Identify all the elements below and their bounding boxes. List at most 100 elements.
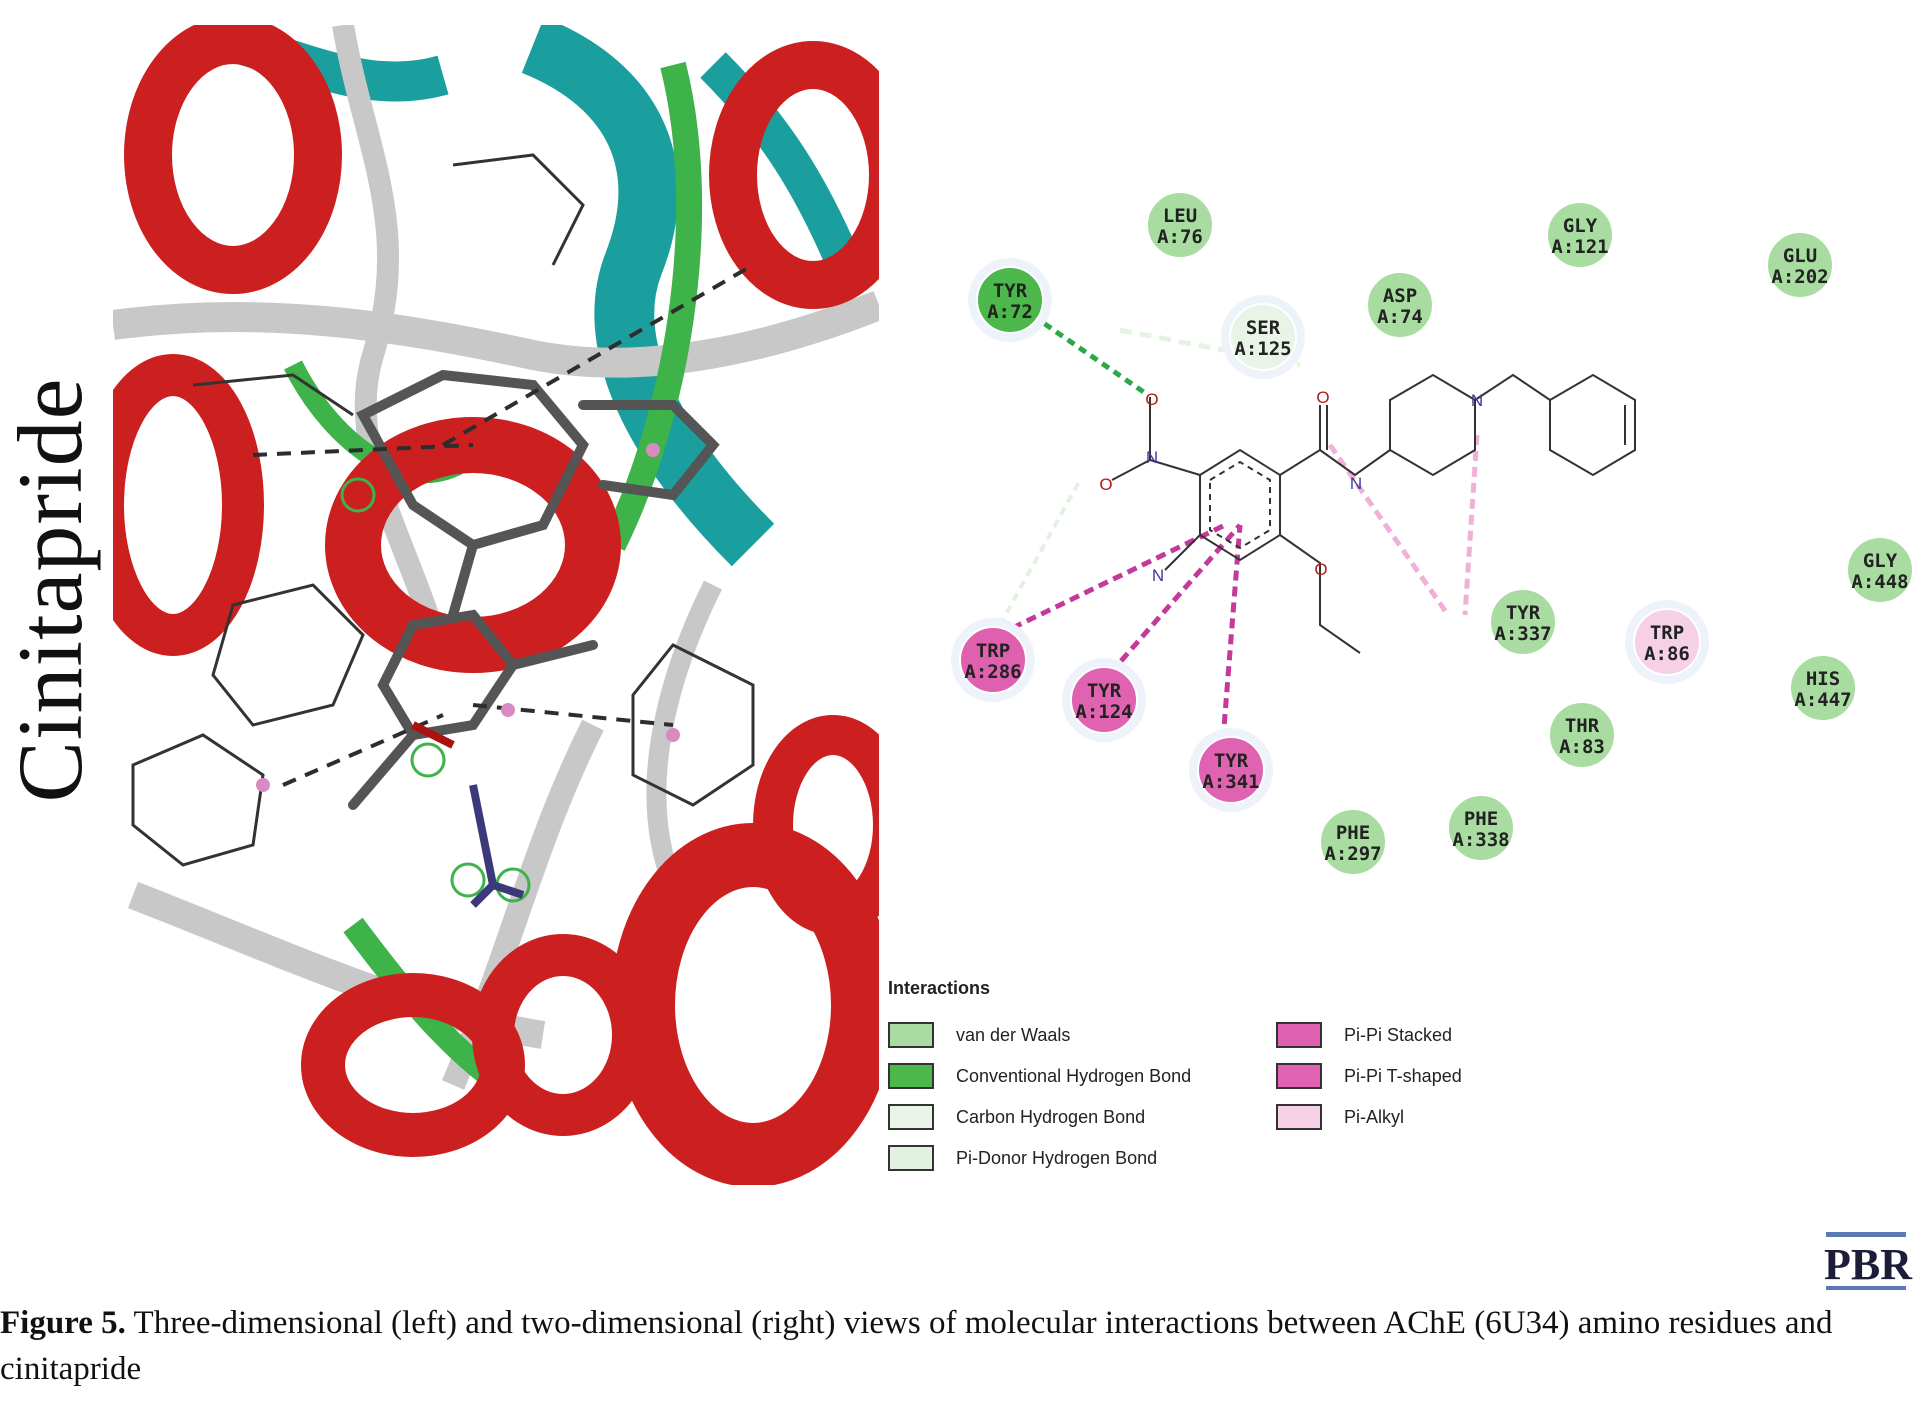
legend-label: Pi-Pi Stacked (1344, 1024, 1453, 1045)
amide-nitrogen-label: N (1350, 474, 1362, 493)
residue-name: TYR (993, 280, 1028, 302)
residue-circle (1366, 271, 1434, 339)
residue-id: A:125 (1234, 338, 1291, 360)
residue-name: LEU (1163, 205, 1197, 227)
residue-name: TRP (976, 640, 1010, 662)
residue-id: A:297 (1324, 843, 1381, 865)
residue-circle (976, 266, 1044, 334)
residue-name: HIS (1806, 668, 1840, 690)
caption-label: Figure 5. (0, 1305, 126, 1341)
residue-id: A:337 (1494, 623, 1551, 645)
legend-label: Conventional Hydrogen Bond (956, 1065, 1192, 1086)
residue-name: GLY (1563, 215, 1598, 237)
legend-swatch (1276, 1063, 1322, 1089)
legend-swatch (888, 1063, 934, 1089)
nitro-oxygen-label-2: O (1099, 475, 1112, 494)
legend-item: Pi-Pi Stacked (1276, 1020, 1452, 1050)
legend-item: Pi-Alkyl (1276, 1102, 1404, 1132)
residue-circle (1766, 231, 1834, 299)
legend-label: Pi-Donor Hydrogen Bond (956, 1147, 1158, 1168)
residue-id: A:448 (1851, 571, 1908, 593)
residue-name: TYR (1506, 602, 1541, 624)
legend-swatch (888, 1145, 934, 1171)
residue-name: GLU (1783, 245, 1817, 267)
caption-text: Three-dimensional (left) and two-dimensi… (0, 1305, 1833, 1387)
legend-label: Pi-Pi T-shaped (1344, 1065, 1462, 1086)
residue-circle (1546, 201, 1614, 269)
residue-circle (1489, 588, 1557, 656)
residue-id: A:83 (1559, 736, 1605, 758)
legend-label: Pi-Alkyl (1344, 1106, 1405, 1127)
residue-id: A:286 (964, 661, 1021, 683)
residue-id: A:341 (1202, 771, 1259, 793)
pi-alkyl-line-trp86-a (1327, 443, 1451, 617)
residue-id: A:76 (1157, 226, 1203, 248)
amide-oxygen-label: O (1316, 388, 1329, 407)
legend-swatch (888, 1022, 934, 1048)
figure: Cinitapride (0, 25, 1914, 1290)
carbon-hbond-line-ser125 (1119, 327, 1301, 368)
legend-item: Conventional Hydrogen Bond (888, 1061, 1191, 1091)
residue-circle (959, 626, 1027, 694)
ether-oxygen-label: O (1314, 560, 1327, 579)
legend-item: Carbon Hydrogen Bond (888, 1102, 1145, 1132)
residue-circle (1070, 666, 1138, 734)
legend-label: Carbon Hydrogen Bond (956, 1106, 1146, 1127)
residue-circle (1229, 303, 1297, 371)
residue-name: PHE (1336, 822, 1370, 844)
residue-name: SER (1246, 317, 1281, 339)
residue-circle (1197, 736, 1265, 804)
residue-name: PHE (1464, 808, 1498, 830)
legend-title: Interactions (888, 978, 991, 998)
pi-pi-tshaped-line-tyr341 (1220, 524, 1243, 741)
journal-logo-underline (1826, 1286, 1906, 1290)
residue-name: ASP (1383, 285, 1417, 307)
residue-name: THR (1565, 715, 1600, 737)
3d-ribbon-render (113, 25, 879, 1185)
residue-id: A:72 (987, 301, 1033, 323)
legend-item: van der Waals (888, 1020, 1070, 1050)
residue-id: A:338 (1452, 829, 1509, 851)
residue-id: A:124 (1075, 701, 1132, 723)
residue-id: A:202 (1771, 266, 1828, 288)
residue-name: TYR (1087, 680, 1122, 702)
pi-donor-line-trp286 (998, 479, 1082, 626)
residue-circle (1319, 808, 1387, 876)
amine-nitrogen-label: N (1152, 566, 1164, 585)
residue-circle (1146, 191, 1214, 259)
pi-pi-tshaped-line-tyr124 (1098, 523, 1242, 687)
residue-circle (1846, 536, 1914, 604)
residue-circle (1548, 701, 1616, 769)
residue-id: A:121 (1551, 236, 1608, 258)
legend-item: Pi-Donor Hydrogen Bond (888, 1143, 1157, 1173)
residue-name: TYR (1214, 750, 1249, 772)
residue-id: A:86 (1644, 643, 1690, 665)
side-title: Cinitapride (0, 377, 101, 803)
residue-name: GLY (1863, 550, 1898, 572)
residue-id: A:447 (1794, 689, 1851, 711)
pi-pi-stacked-line-trp286 (996, 522, 1227, 638)
legend-swatch (1276, 1104, 1322, 1130)
nitro-nitrogen-label: N (1146, 448, 1158, 467)
residue-id: A:74 (1377, 306, 1423, 328)
figure-caption: Figure 5. Three-dimensional (left) and t… (0, 1300, 1920, 1392)
legend-swatch (888, 1104, 934, 1130)
legend-swatch (1276, 1022, 1322, 1048)
